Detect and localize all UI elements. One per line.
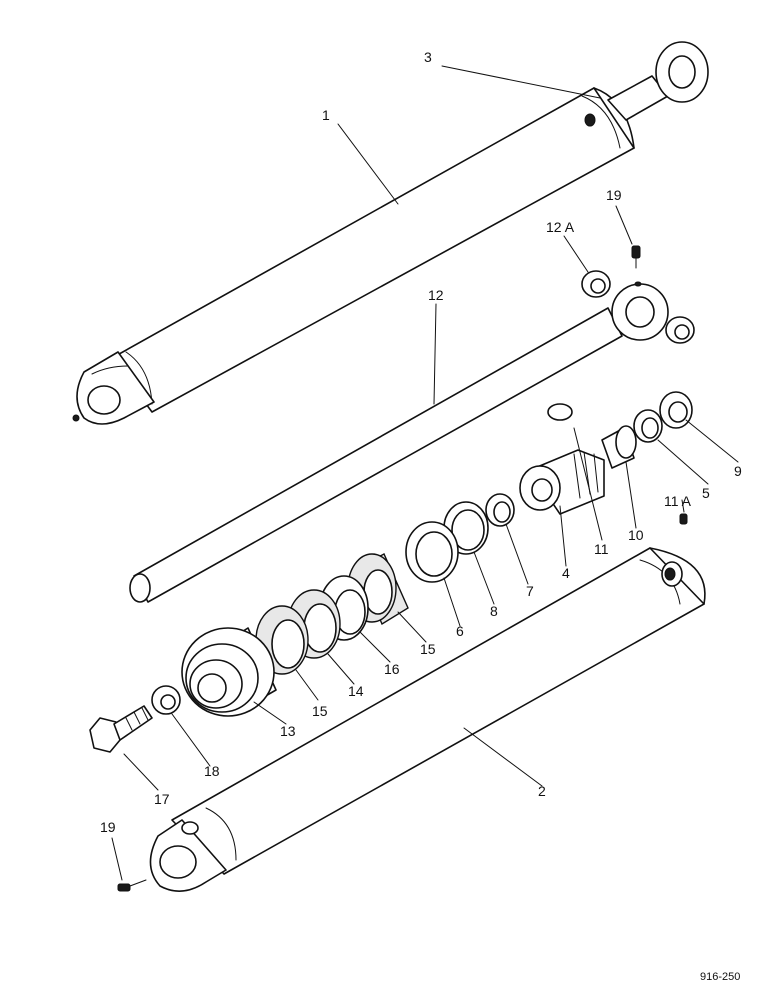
- callout-labels: 1 2 3 4 5 6 7 8 9 10 11 11 A 12 12 A 13 …: [100, 49, 742, 835]
- part-19-grease-fitting-bottom: [117, 879, 147, 892]
- part-18-washer: [151, 685, 181, 715]
- callout-11a: 11 A: [664, 493, 692, 509]
- callout-19-bottom: 19: [100, 819, 116, 835]
- callout-10: 10: [628, 527, 644, 543]
- part-5-seal: [633, 409, 663, 443]
- callout-11: 11: [594, 541, 609, 557]
- callout-5: 5: [702, 485, 710, 501]
- callout-7: 7: [526, 583, 534, 599]
- callout-17: 17: [154, 791, 170, 807]
- callout-15-right: 15: [420, 641, 436, 657]
- part-6-o-ring: [405, 521, 459, 583]
- part-7-seal: [485, 493, 515, 527]
- callout-4: 4: [562, 565, 570, 581]
- part-13-piston: [181, 627, 277, 717]
- callout-14: 14: [348, 683, 364, 699]
- callout-1: 1: [322, 107, 330, 123]
- callout-12a: 12 A: [546, 219, 575, 235]
- part-17-bolt: [89, 705, 153, 753]
- part-19-grease-fitting-top: [631, 245, 641, 269]
- part-1-cylinder-barrel: [72, 41, 709, 425]
- callout-6: 6: [456, 623, 464, 639]
- callout-9: 9: [734, 463, 742, 479]
- part-12-piston-rod: [129, 281, 669, 603]
- callout-16: 16: [384, 661, 400, 677]
- callout-19-top: 19: [606, 187, 622, 203]
- part-4-gland: [519, 403, 605, 515]
- leader-lines: [111, 65, 739, 881]
- part-11a-grease-fitting: [679, 513, 688, 525]
- callout-12: 12: [428, 287, 444, 303]
- part-9-wiper: [659, 391, 693, 429]
- callout-13: 13: [280, 723, 296, 739]
- callout-15-left: 15: [312, 703, 328, 719]
- figure-code: 916-250: [700, 971, 740, 983]
- callout-18: 18: [204, 763, 220, 779]
- callout-2: 2: [538, 783, 546, 799]
- part-2-cylinder-tube: [149, 547, 706, 892]
- part-10-bushing: [601, 425, 637, 469]
- callout-3: 3: [424, 49, 432, 65]
- part-12a-bushings: [581, 270, 695, 344]
- callout-8: 8: [490, 603, 498, 619]
